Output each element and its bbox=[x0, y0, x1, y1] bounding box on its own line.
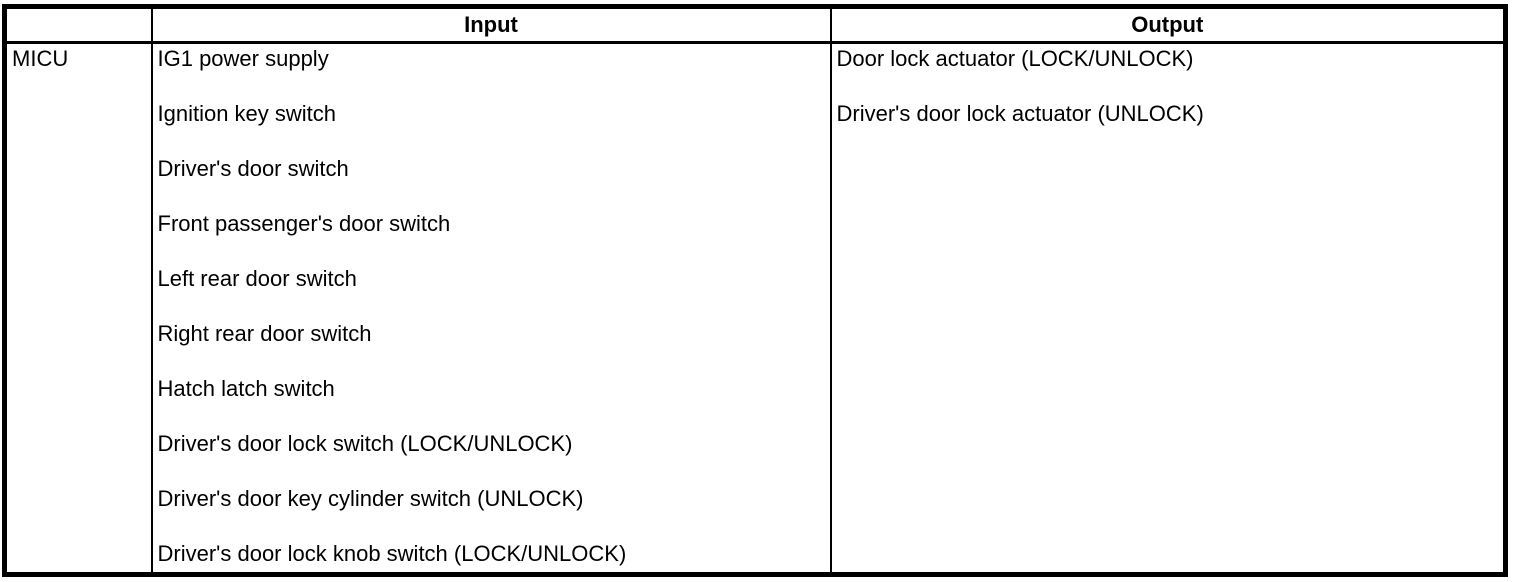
input-item: Driver's door lock switch (LOCK/UNLOCK) bbox=[157, 431, 573, 456]
input-item: Front passenger's door switch bbox=[157, 211, 451, 236]
output-item: Driver's door lock actuator (UNLOCK) bbox=[836, 101, 1204, 126]
input-item: Driver's door switch bbox=[157, 156, 349, 181]
input-item: Driver's door lock knob switch (LOCK/UNL… bbox=[157, 541, 627, 566]
input-item: Driver's door key cylinder switch (UNLOC… bbox=[157, 486, 584, 511]
output-cell: Door lock actuator (LOCK/UNLOCK) Driver's… bbox=[829, 41, 1507, 576]
output-item: Door lock actuator (LOCK/UNLOCK) bbox=[836, 46, 1194, 71]
header-output: Output bbox=[829, 5, 1507, 44]
input-item: Right rear door switch bbox=[157, 321, 372, 346]
component-label: MICU bbox=[12, 46, 69, 71]
header-input: Input bbox=[150, 5, 832, 44]
input-item: IG1 power supply bbox=[157, 46, 329, 71]
input-item: Hatch latch switch bbox=[157, 376, 335, 401]
input-item: Ignition key switch bbox=[157, 101, 337, 126]
header-row: Input Output bbox=[3, 5, 1507, 44]
input-item: Left rear door switch bbox=[157, 266, 357, 291]
component-cell: MICU bbox=[3, 41, 153, 576]
header-component-cell bbox=[3, 5, 153, 44]
